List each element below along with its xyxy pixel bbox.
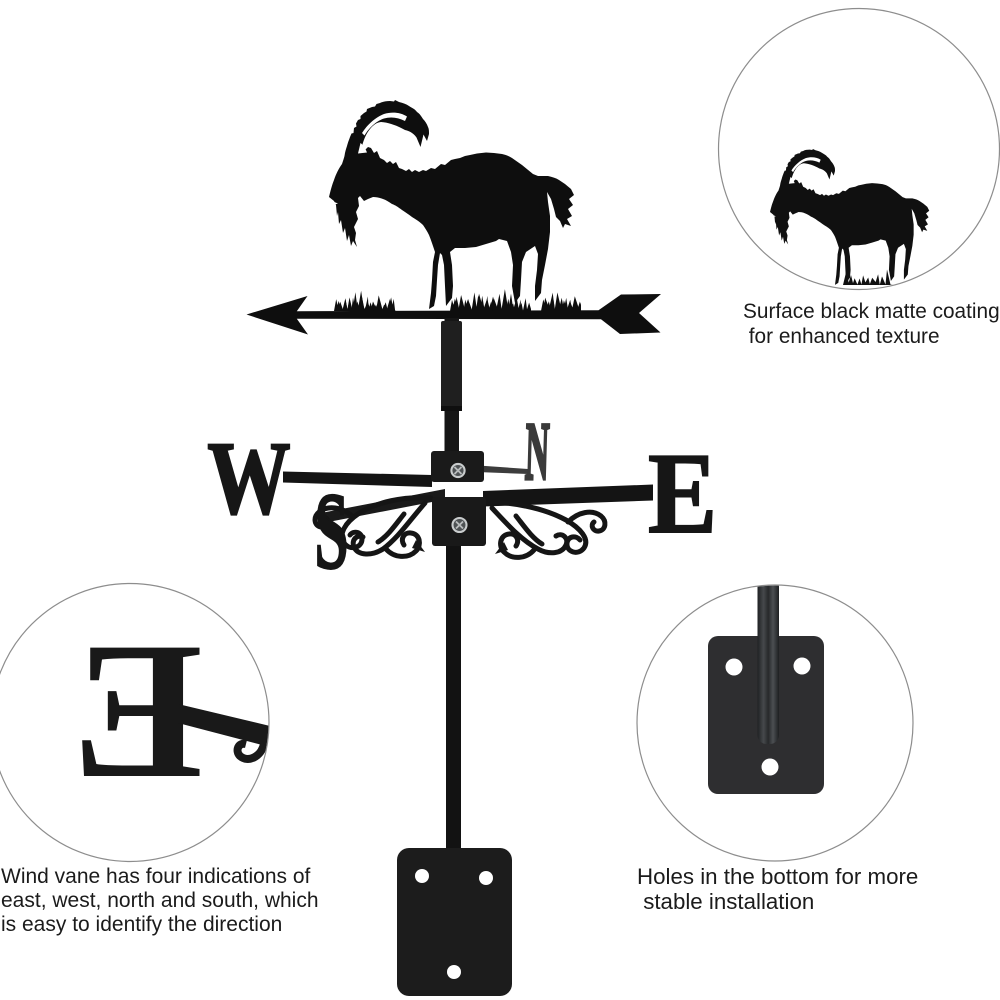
svg-text:S: S [314,472,348,593]
svg-text:N: N [524,405,551,497]
svg-text:E: E [648,430,717,557]
svg-text:W: W [207,421,290,536]
